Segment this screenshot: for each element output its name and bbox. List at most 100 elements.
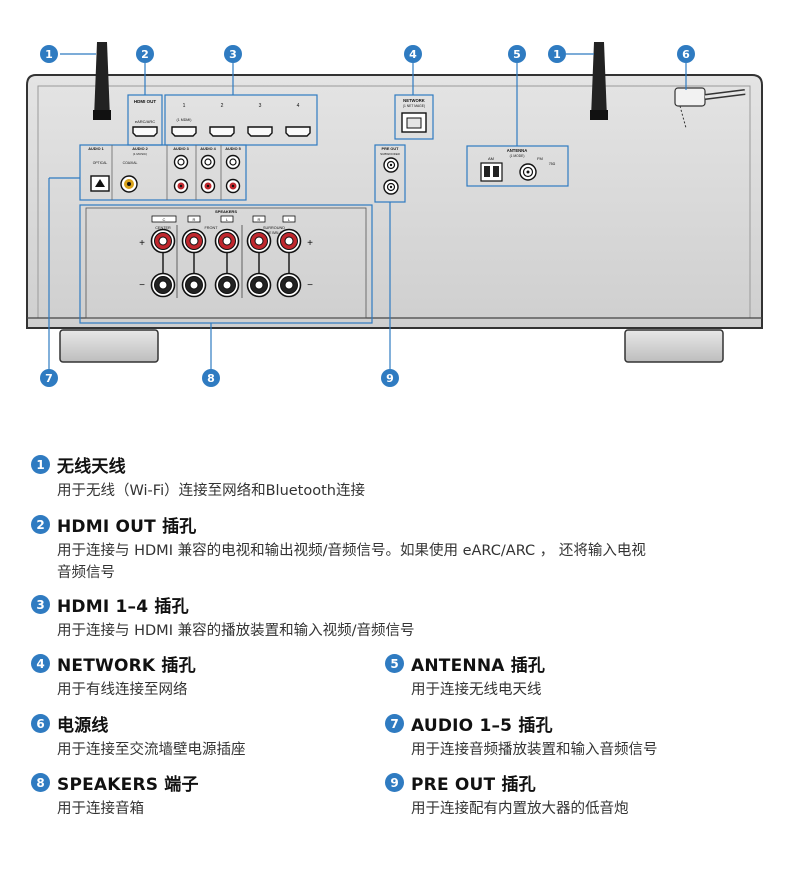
callout-badge (136, 45, 154, 63)
svg-text:AUDIO 1: AUDIO 1 (88, 147, 103, 151)
legend-desc: 用于连接与 HDMI 兼容的播放装置和输入视频/音频信号 (57, 623, 415, 639)
left-foot (59, 329, 159, 363)
legend-3: 3 HDMI 1–4 插孔 用于连接与 HDMI 兼容的播放装置和输入视频/音频信… (31, 592, 414, 642)
callout-badge (548, 45, 566, 63)
legend-5: 5 ANTENNA 插孔 用于连接无线电天线 (385, 651, 545, 701)
badge-5: 5 (385, 654, 404, 673)
callout-badge (40, 45, 58, 63)
callout-badge (404, 45, 422, 63)
svg-text:FRONT: FRONT (204, 226, 218, 230)
svg-text:AM: AM (488, 156, 494, 161)
callout-number: 9 (386, 372, 394, 385)
badge-8: 8 (31, 773, 50, 792)
pre-out-jacks (383, 157, 399, 195)
legend-8: 8 SPEAKERS 端子 用于连接音箱 (31, 770, 199, 820)
badge-4: 4 (31, 654, 50, 673)
svg-text:AUDIO 3: AUDIO 3 (173, 147, 188, 151)
analog-audio-jacks (173, 154, 241, 194)
svg-text:(1 MUSIC): (1 MUSIC) (133, 152, 147, 156)
badge-9: 9 (385, 773, 404, 792)
badge-2: 2 (31, 515, 50, 534)
legend-title: HDMI 1–4 插孔 (57, 597, 189, 617)
svg-text:OPTICAL: OPTICAL (93, 161, 108, 165)
earc-label: eARC/ARC (135, 119, 155, 124)
svg-text:(1 NET MAGE): (1 NET MAGE) (403, 104, 425, 108)
callout-badge (508, 45, 526, 63)
callout-number: 2 (141, 48, 149, 61)
legend-desc: 用于连接配有内置放大器的低音炮 (411, 801, 629, 817)
svg-text:4: 4 (297, 103, 300, 109)
legend-title: HDMI OUT 插孔 (57, 517, 197, 537)
svg-text:+: + (307, 238, 313, 249)
hdmi-out-port (132, 126, 158, 137)
legend-title: 无线天线 (57, 457, 126, 477)
legend-9: 9 PRE OUT 插孔 用于连接配有内置放大器的低音炮 (385, 770, 629, 820)
callout-number: 8 (207, 372, 215, 385)
svg-text:AUDIO 5: AUDIO 5 (225, 147, 240, 151)
svg-text:SUBWOOFER: SUBWOOFER (380, 152, 401, 156)
optical-jack (90, 175, 110, 192)
legend-6: 6 电源线 用于连接至交流墙壁电源插座 (31, 711, 246, 761)
svg-text:C: C (163, 217, 166, 222)
badge-3: 3 (31, 595, 50, 614)
legend-title: 电源线 (57, 716, 109, 736)
callout-lines (48, 53, 687, 370)
legend-desc: 用于连接至交流墙壁电源插座 (57, 742, 246, 758)
callout-badge (40, 369, 58, 387)
svg-text:AUDIO 4: AUDIO 4 (200, 147, 216, 151)
svg-text:2: 2 (221, 103, 224, 109)
legend-desc: 用于连接音箱 (57, 801, 144, 817)
svg-text:L: L (226, 217, 229, 222)
callout-badge (677, 45, 695, 63)
legend-2: 2 HDMI OUT 插孔 用于连接与 HDMI 兼容的电视和输出视频/音频信号。… (31, 512, 646, 584)
legend-desc: 用于连接无线电天线 (411, 682, 542, 698)
legend-title: PRE OUT 插孔 (411, 775, 536, 795)
legend-title: AUDIO 1–5 插孔 (411, 716, 553, 736)
svg-text:SPEAKERS: SPEAKERS (215, 209, 237, 214)
svg-text:−: − (139, 280, 145, 291)
svg-text:R: R (193, 217, 196, 222)
rear-panel-diagram: HDMI OUT eARC/ARC 1 2 3 4 (1 MDMI) NETWO… (26, 42, 763, 387)
svg-text:PRE OUT: PRE OUT (382, 147, 400, 151)
badge-6: 6 (31, 714, 50, 733)
legend-1: 1 无线天线 用于无线（Wi-Fi）连接至网络和Bluetooth连接 (31, 452, 365, 502)
legend-title: ANTENNA 插孔 (411, 656, 546, 676)
svg-text:SURROUND: SURROUND (263, 226, 285, 230)
svg-text:75Ω: 75Ω (549, 162, 556, 166)
svg-text:/ZONE B/BI-AMP: /ZONE B/BI-AMP (262, 231, 287, 235)
callout-badge (381, 369, 399, 387)
hdmi-in-ports (171, 126, 311, 137)
svg-text:−: − (307, 280, 313, 291)
am-terminal (480, 162, 503, 182)
legend-desc: 用于无线（Wi-Fi）连接至网络和Bluetooth连接 (57, 483, 365, 499)
svg-text:1: 1 (183, 103, 186, 109)
legend-desc: 用于连接与 HDMI 兼容的电视和输出视频/音频信号。如果使用 eARC/ARC… (57, 543, 646, 581)
svg-text:FM: FM (537, 156, 543, 161)
svg-text:3: 3 (259, 103, 262, 109)
svg-text:(1 MDMI): (1 MDMI) (177, 118, 192, 122)
svg-text:(1 MODE): (1 MODE) (510, 154, 525, 158)
svg-text:R: R (258, 217, 261, 222)
fm-jack (519, 163, 537, 181)
callout-number: 1 (45, 48, 53, 61)
svg-text:AUDIO 2: AUDIO 2 (132, 147, 147, 151)
callout-number: 4 (409, 48, 417, 61)
badge-1: 1 (31, 455, 50, 474)
callout-number: 7 (45, 372, 53, 385)
callout-badge (202, 369, 220, 387)
svg-text:CENTER: CENTER (155, 226, 171, 230)
callout-number: 1 (553, 48, 561, 61)
coaxial-jack (120, 175, 138, 193)
legend-title: SPEAKERS 端子 (57, 775, 199, 795)
hdmi-out-label: HDMI OUT (134, 99, 156, 104)
svg-text:+: + (139, 238, 145, 249)
svg-text:COAXIAL: COAXIAL (123, 161, 138, 165)
svg-text:L: L (288, 217, 291, 222)
svg-text:NETWORK: NETWORK (403, 98, 425, 103)
power-cord (674, 87, 746, 129)
callout-number: 3 (229, 48, 237, 61)
callout-badge (224, 45, 242, 63)
